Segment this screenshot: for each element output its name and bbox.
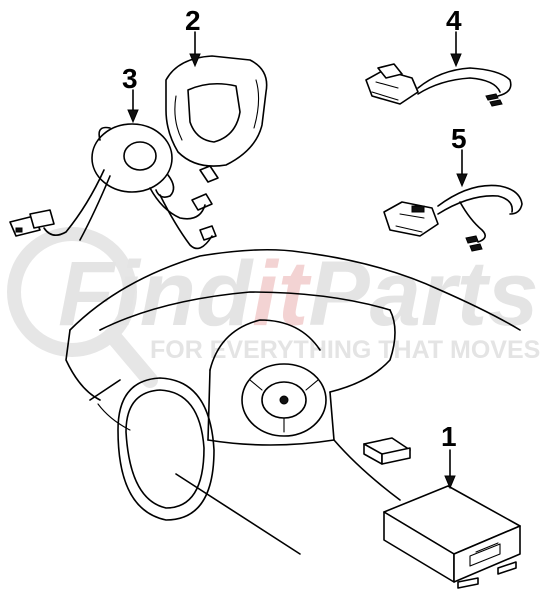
callout-5: 5: [451, 123, 467, 154]
watermark: FinditParts FOR EVERYTHING THAT MOVES: [7, 227, 540, 388]
callout-2: 2: [185, 5, 201, 36]
harness-part-4: [365, 63, 512, 107]
watermark-tagline: FOR EVERYTHING THAT MOVES: [150, 336, 540, 364]
callout-arrows: [127, 31, 468, 490]
callout-3: 3: [122, 63, 138, 94]
control-unit-part: [383, 485, 521, 589]
watermark-brand-part1: Find: [58, 243, 254, 345]
callout-4: 4: [446, 5, 462, 36]
clock-spring-part: [9, 123, 217, 250]
dashboard-outline: [65, 248, 521, 555]
watermark-logo-handle: [104, 327, 158, 388]
watermark-logo-ring: [7, 227, 137, 357]
airbag-module-part: [165, 55, 268, 183]
harness-part-5: [383, 184, 523, 252]
callout-1: 1: [441, 421, 457, 452]
